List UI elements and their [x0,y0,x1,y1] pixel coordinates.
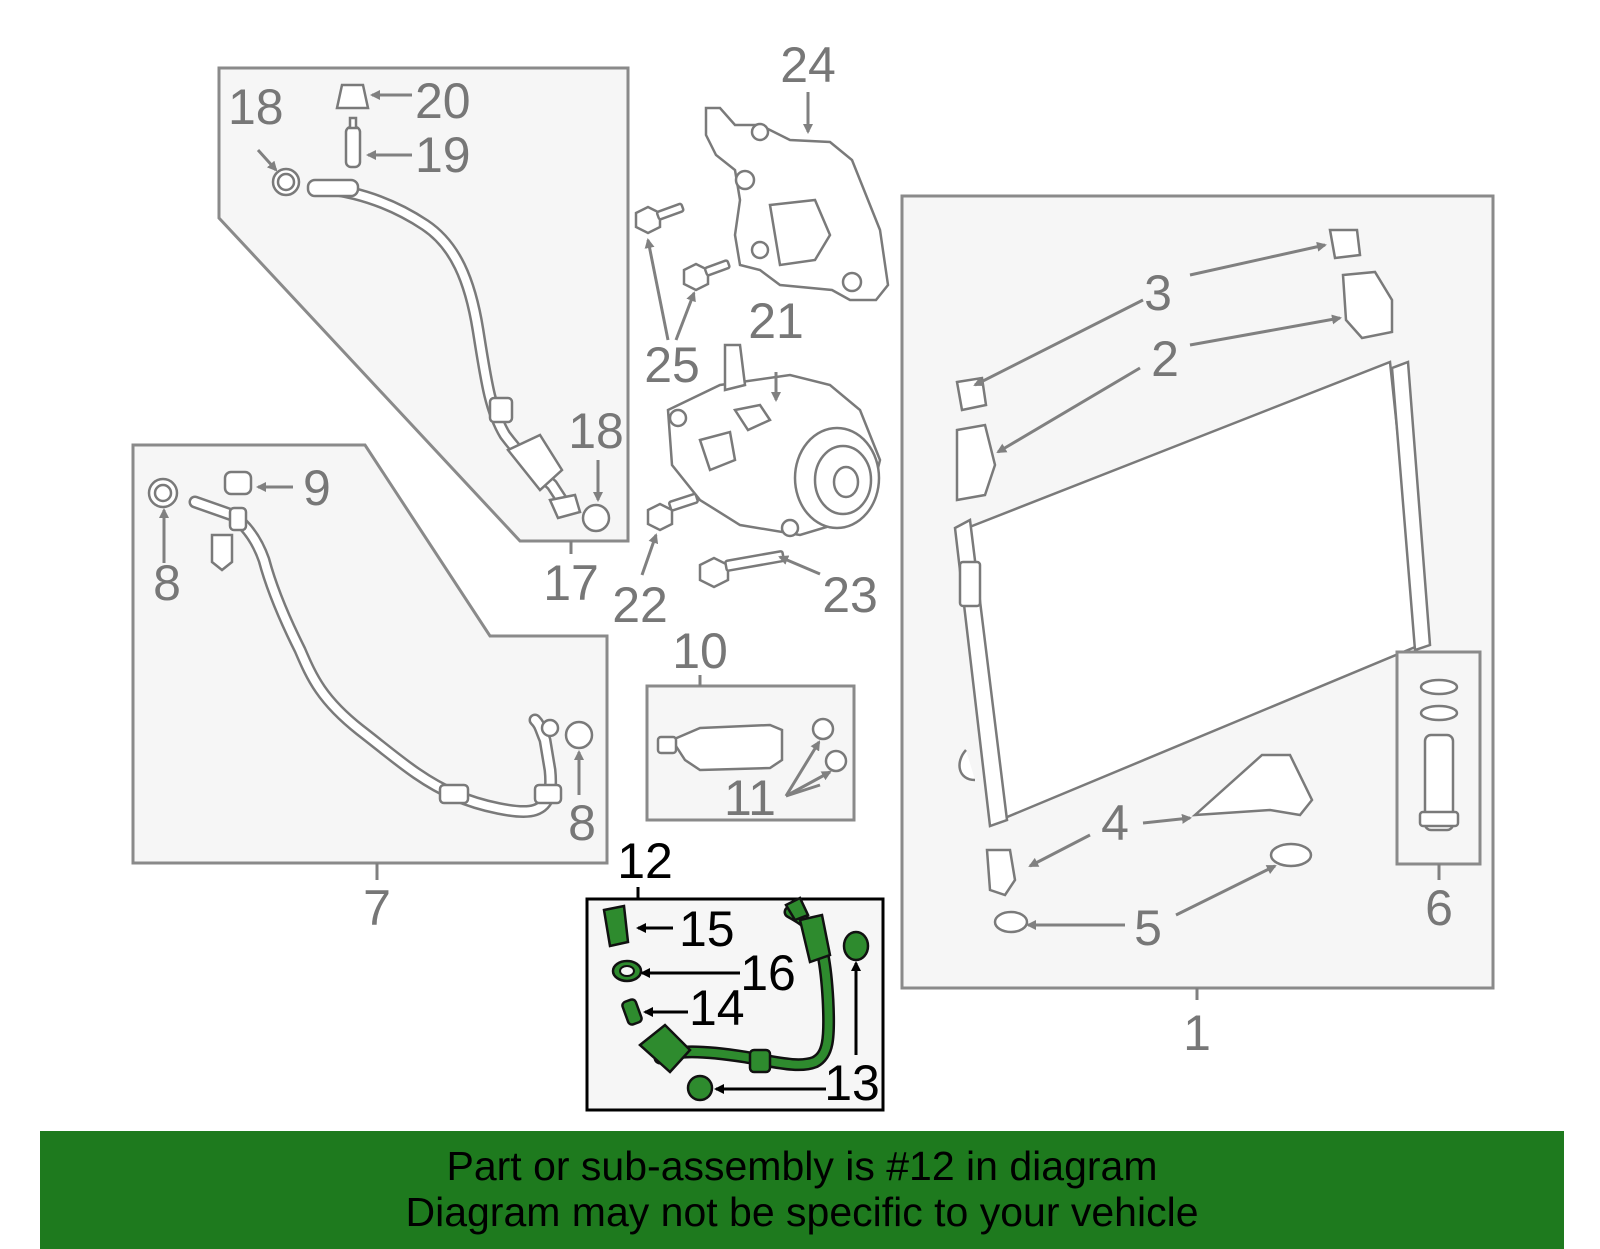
callout-16: 16 [740,945,796,1001]
callout-10: 10 [672,623,728,679]
callout-8b: 8 [568,795,596,851]
bolt-22[interactable] [646,492,699,532]
group-10-tube-assembly[interactable] [645,684,856,822]
banner-line-disclaimer: Diagram may not be specific to your vehi… [405,1189,1199,1235]
callout-1: 1 [1183,1005,1211,1061]
info-banner: Part or sub-assembly is #12 in diagram D… [40,1131,1564,1249]
leader-lines-12 [636,923,861,1094]
callout-21: 21 [748,293,804,349]
callout-9: 9 [303,460,331,516]
callout-15: 15 [679,901,735,957]
bolts-25[interactable] [634,202,731,292]
callout-22: 22 [612,577,668,633]
callout-14: 14 [689,980,745,1036]
callout-23: 23 [822,567,878,623]
callout-24: 24 [780,37,836,93]
callout-17: 17 [543,555,599,611]
group-17-suction-hose[interactable] [217,66,630,543]
callout-25: 25 [644,337,700,393]
group-6-drier-kit[interactable] [1395,650,1482,866]
callout-18b: 18 [568,403,624,459]
callout-8a: 8 [153,555,181,611]
group-12-hose-assembly[interactable] [585,896,885,1112]
compressor-21[interactable] [666,343,882,538]
callout-20: 20 [415,73,471,129]
callout-12: 12 [617,833,673,889]
callout-19: 19 [415,127,471,183]
callout-11: 11 [724,770,776,826]
compressor-bracket-24[interactable] [704,106,890,302]
leader-lines [159,90,1342,930]
callout-18a: 18 [228,79,284,135]
callout-3: 3 [1144,265,1172,321]
callout-6: 6 [1425,880,1453,936]
callout-13: 13 [824,1055,880,1111]
callout-2: 2 [1151,331,1179,387]
group-7-liquid-line[interactable] [131,443,609,865]
callout-5: 5 [1134,900,1162,956]
bolt-23[interactable] [698,550,785,589]
group-1-condenser[interactable] [900,194,1495,990]
banner-line-part: Part or sub-assembly is #12 in diagram [446,1143,1158,1189]
callout-labels: 24 20 18 19 3 2 21 25 18 9 17 8 22 23 10… [153,37,1453,1111]
callout-7: 7 [363,880,391,936]
callout-4: 4 [1101,795,1129,851]
